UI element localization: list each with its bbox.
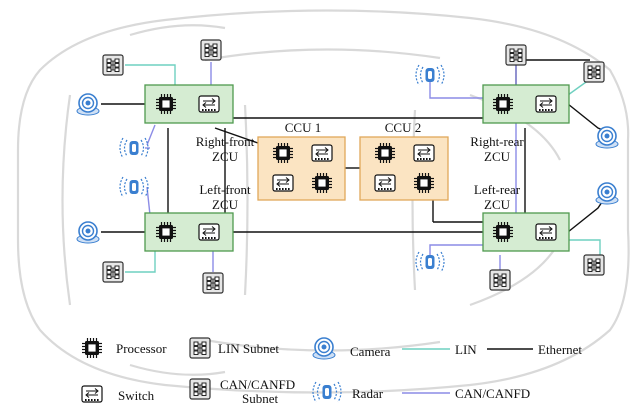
legend-can-subnet-label-line2: Subnet (242, 391, 279, 406)
legend-lin-subnet-icon (189, 337, 211, 359)
legend-can-subnet-label-line1: CAN/CANFD (220, 377, 296, 392)
left-front-zcu-box (144, 212, 234, 252)
legend-processor-icon (81, 337, 103, 359)
legend-can-label: CAN/CANFD (455, 386, 531, 401)
lin-subnet-icon (583, 61, 605, 83)
left-rear-zcu-label-line2: ZCU (484, 197, 510, 212)
can-subnet-icon (202, 272, 224, 294)
legend-radar-label: Radar (352, 386, 384, 401)
legend-lin-label: LIN (455, 342, 477, 357)
radar-icon (119, 176, 149, 198)
can-subnet-icon (200, 39, 222, 61)
legend-radar-icon (312, 381, 342, 403)
switch-icon (198, 95, 220, 113)
legend-switch-icon (81, 385, 103, 403)
switch-icon (535, 95, 557, 113)
left-rear-zcu-label-line1: Left-rear (473, 182, 521, 197)
legend-camera-icon (312, 337, 336, 360)
camera-icon (595, 182, 619, 205)
switch-icon (311, 144, 333, 162)
can-subnet-icon (489, 269, 511, 291)
legend-switch-label: Switch (118, 388, 155, 403)
camera-icon (76, 93, 100, 116)
radar-icon (415, 64, 445, 86)
right-front-zcu-label-line1: Right-front (195, 134, 255, 149)
right-front-zcu-label-line2: ZCU (212, 149, 238, 164)
switch-icon (272, 174, 294, 192)
ccu2-box (359, 136, 449, 201)
ccu2-label: CCU 2 (384, 120, 422, 135)
ccu1-label: CCU 1 (284, 120, 322, 135)
legend-processor-label: Processor (116, 341, 167, 356)
legend-can-subnet-icon (189, 378, 211, 400)
switch-icon (198, 223, 220, 241)
legend-lin-subnet-label: LIN Subnet (218, 341, 280, 356)
radar-icon (119, 137, 149, 159)
lin-subnet-icon (102, 261, 124, 283)
lin-subnet-icon (583, 254, 605, 276)
lin-subnet-icon (102, 54, 124, 76)
right-rear-zcu-label-line1: Right-rear (470, 134, 524, 149)
left-front-zcu-label-line2: ZCU (212, 197, 238, 212)
legend-camera-label: Camera (350, 344, 391, 359)
switch-icon (413, 144, 435, 162)
can-subnet-icon (505, 44, 527, 66)
right-front-zcu-box (144, 84, 234, 124)
camera-icon (76, 221, 100, 244)
radar-icon (415, 251, 445, 273)
legend-ethernet-label: Ethernet (538, 342, 583, 357)
right-rear-zcu-label-line2: ZCU (484, 149, 510, 164)
switch-icon (535, 223, 557, 241)
left-front-zcu-label-line1: Left-front (199, 182, 251, 197)
camera-icon (595, 126, 619, 149)
switch-icon (374, 174, 396, 192)
